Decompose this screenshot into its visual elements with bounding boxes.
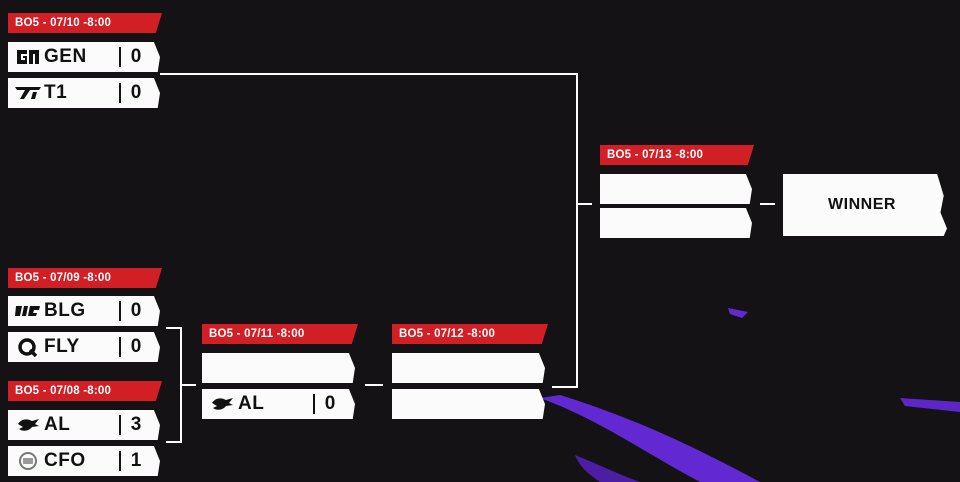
winner-box[interactable]: WINNER — [783, 174, 947, 236]
team-name: GEN — [44, 46, 87, 67]
score-divider — [313, 394, 315, 414]
team-name: FLY — [44, 336, 80, 357]
team-slot-gen[interactable]: GEN 0 — [8, 42, 160, 72]
team-score: 1 — [130, 450, 142, 471]
match-label-0708: BO5 - 07/08 -8:00 — [8, 381, 162, 401]
team-score: 0 — [324, 393, 336, 414]
al-logo-icon — [208, 395, 236, 413]
team-slot-tbd[interactable] — [600, 208, 752, 238]
team-slot-tbd[interactable] — [392, 353, 545, 383]
team-score: 0 — [130, 300, 142, 321]
team-name: T1 — [44, 82, 68, 103]
t1-logo-icon — [14, 84, 42, 102]
fly-logo-icon — [14, 338, 42, 357]
team-slot-tbd[interactable] — [600, 174, 752, 204]
team-slot-tbd[interactable] — [202, 353, 355, 383]
team-name: AL — [44, 414, 71, 435]
team-name: CFO — [44, 450, 86, 471]
score-divider — [119, 415, 121, 435]
score-divider — [119, 83, 121, 103]
team-slot-al[interactable]: AL 0 — [202, 389, 355, 419]
team-score: 0 — [130, 336, 142, 357]
team-slot-fly[interactable]: FLY 0 — [8, 332, 160, 362]
score-divider — [119, 451, 121, 471]
team-score: 0 — [130, 46, 142, 67]
team-slot-al[interactable]: AL 3 — [8, 410, 160, 440]
team-slot-blg[interactable]: BLG 0 — [8, 296, 160, 326]
match-label-0713: BO5 - 07/13 -8:00 — [600, 145, 754, 165]
score-divider — [119, 337, 121, 357]
team-score: 0 — [130, 82, 142, 103]
team-slot-tbd[interactable] — [392, 389, 545, 419]
blg-logo-icon — [14, 302, 42, 320]
gen-logo-icon — [14, 48, 42, 66]
match-label-0711: BO5 - 07/11 -8:00 — [202, 324, 358, 344]
team-name: AL — [238, 393, 265, 414]
al-logo-icon — [14, 416, 42, 434]
team-score: 3 — [130, 414, 142, 435]
cfo-logo-icon — [14, 452, 42, 470]
score-divider — [119, 301, 121, 321]
match-label-0712: BO5 - 07/12 -8:00 — [392, 324, 548, 344]
team-slot-cfo[interactable]: CFO 1 — [8, 446, 160, 476]
match-label-0709: BO5 - 07/09 -8:00 — [8, 268, 162, 288]
winner-label: WINNER — [828, 196, 896, 213]
team-slot-t1[interactable]: T1 0 — [8, 78, 160, 108]
match-label-0710: BO5 - 07/10 -8:00 — [8, 13, 162, 33]
team-name: BLG — [44, 300, 86, 321]
score-divider — [119, 47, 121, 67]
